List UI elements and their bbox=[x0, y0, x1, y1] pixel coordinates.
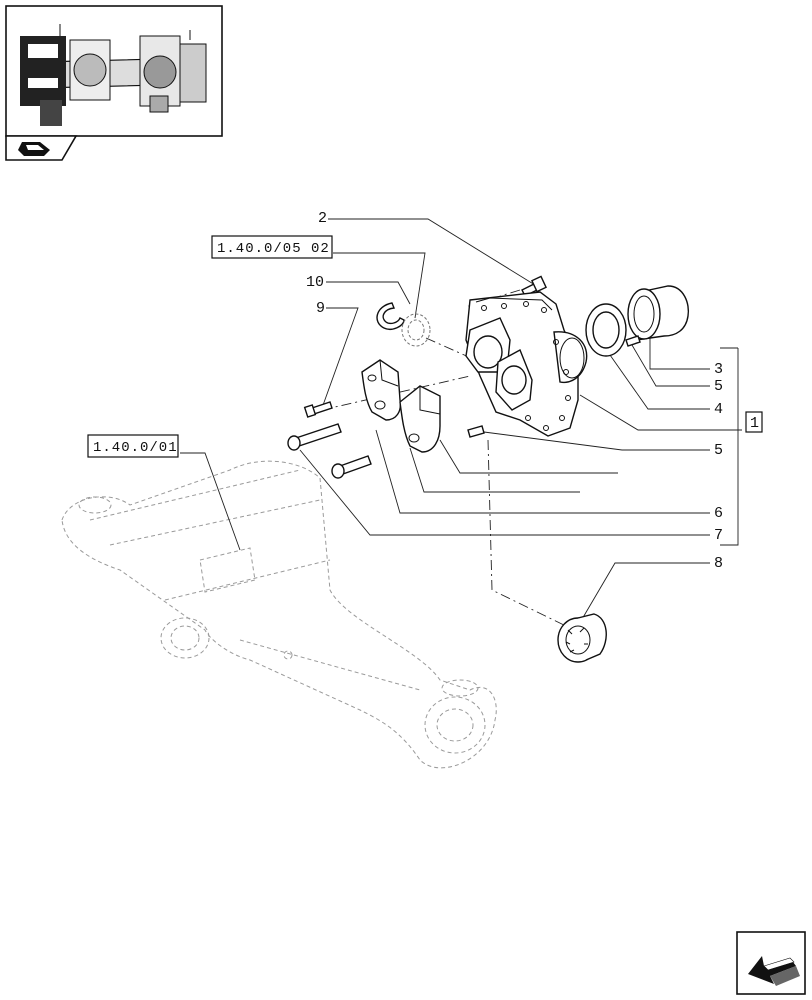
reference-box-axle[interactable]: 1.40.0/01 bbox=[87, 434, 179, 458]
dowel-pin-part-5[interactable] bbox=[467, 425, 485, 438]
bolt-part-6[interactable] bbox=[331, 455, 372, 479]
housing-bolt-holes bbox=[481, 301, 571, 431]
callout-9: 9 bbox=[316, 300, 325, 317]
reference-label-axle: 1.40.0/01 bbox=[93, 440, 178, 456]
callout-2: 2 bbox=[318, 210, 327, 227]
circlip-part-10[interactable] bbox=[376, 302, 405, 330]
bolt-part-7[interactable] bbox=[287, 423, 342, 451]
differential-housing-part[interactable] bbox=[465, 291, 588, 437]
axle-overview-icon bbox=[20, 24, 207, 126]
callout-10: 10 bbox=[306, 274, 324, 291]
callout-labels: 2 10 9 3 5 4 5 6 7 8 bbox=[306, 210, 723, 572]
ring-reference-part bbox=[401, 313, 431, 347]
splined-sleeve-part-8[interactable] bbox=[557, 613, 607, 663]
leader-lines bbox=[180, 218, 742, 627]
callout-7: 7 bbox=[714, 527, 723, 544]
callout-6: 6 bbox=[714, 505, 723, 522]
callout-1-box[interactable]: 1 bbox=[745, 411, 763, 433]
bearing-cap-part-6[interactable] bbox=[361, 359, 402, 421]
bolt-part-9[interactable] bbox=[303, 401, 333, 418]
callout-5-bottom: 5 bbox=[714, 442, 723, 459]
reference-box-top[interactable]: 1.40.0/05 02 bbox=[211, 235, 333, 259]
seal-ring-part-4[interactable] bbox=[585, 303, 627, 357]
bearing-cap-part-6-lower[interactable] bbox=[399, 385, 441, 453]
bearing-race-part-3[interactable] bbox=[627, 285, 690, 341]
screw-part-2[interactable] bbox=[521, 275, 547, 297]
callout-4: 4 bbox=[714, 401, 723, 418]
previous-page-arrow-icon bbox=[748, 956, 800, 986]
overview-thumbnail[interactable] bbox=[5, 5, 223, 137]
book-tab[interactable] bbox=[5, 135, 78, 161]
previous-page-button[interactable] bbox=[736, 931, 806, 995]
dowel-pin-part-5-upper[interactable] bbox=[625, 335, 641, 347]
axle-housing-ghost bbox=[61, 460, 497, 769]
reference-label-top: 1.40.0/05 02 bbox=[217, 241, 330, 257]
book-icon bbox=[18, 142, 50, 156]
callout-8: 8 bbox=[714, 555, 723, 572]
callout-3: 3 bbox=[714, 361, 723, 378]
callout-5-top: 5 bbox=[714, 378, 723, 395]
callout-1: 1 bbox=[750, 415, 759, 432]
